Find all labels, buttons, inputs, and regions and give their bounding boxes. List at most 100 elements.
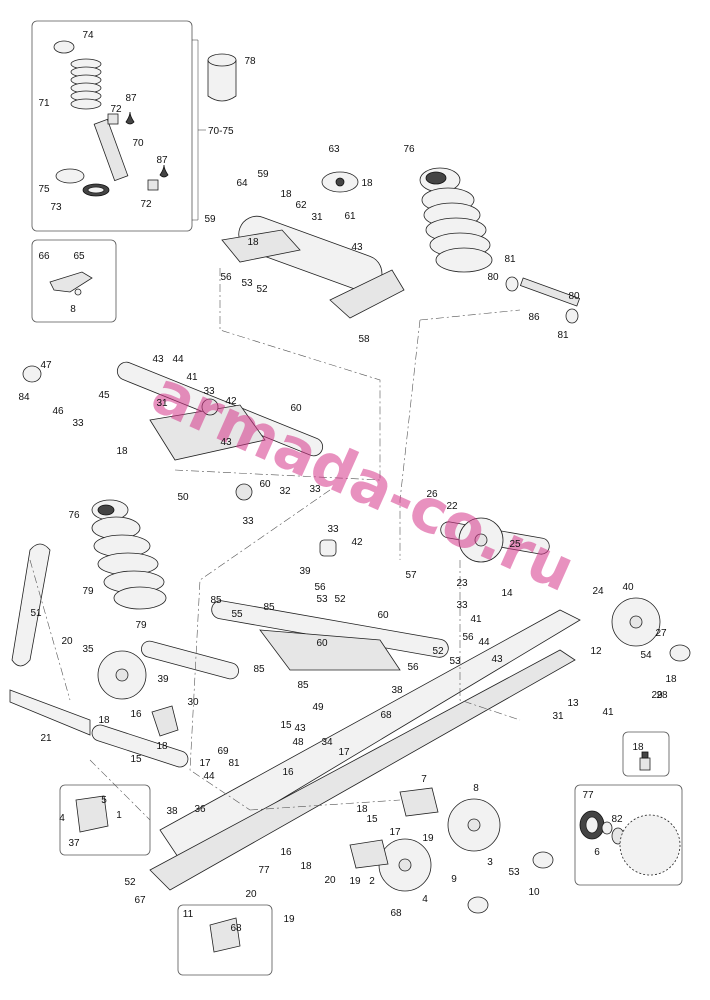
callout-number: 68 — [390, 908, 402, 919]
callout-number: 78 — [244, 56, 256, 67]
callout-number: 79 — [135, 620, 147, 631]
callout-number: 81 — [557, 330, 569, 341]
callout-number: 10 — [528, 887, 540, 898]
callout-number: 8 — [473, 783, 479, 794]
callout-number: 17 — [338, 747, 350, 758]
callout-number: 54 — [640, 650, 652, 661]
callout-number: 18 — [361, 178, 373, 189]
callout-number: 17 — [199, 758, 211, 769]
callout-number: 56 — [462, 632, 474, 643]
callout-number: 47 — [40, 360, 52, 371]
callout-number: 85 — [210, 595, 222, 606]
callout-number: 49 — [312, 702, 324, 713]
callout-number: 80 — [568, 291, 580, 302]
callout-number: 44 — [172, 354, 184, 365]
callout-number: 4 — [422, 894, 428, 905]
callout-number: 60 — [316, 638, 328, 649]
callout-number: 18 — [632, 742, 644, 753]
callout-number: 80 — [487, 272, 499, 283]
callout-number: 44 — [203, 771, 215, 782]
callout-number: 57 — [405, 570, 417, 581]
callout-number: 18 — [356, 804, 368, 815]
callout-number: 53 — [316, 594, 328, 605]
callout-number: 41 — [186, 372, 198, 383]
callout-number: 20 — [245, 889, 257, 900]
callout-number: 5 — [101, 795, 107, 806]
callout-number: 33 — [309, 484, 321, 495]
callout-number: 38 — [391, 685, 403, 696]
callout-number: 16 — [282, 767, 294, 778]
callout-number: 9 — [451, 874, 457, 885]
callout-number: 31 — [311, 212, 323, 223]
callout-number: 81 — [228, 758, 240, 769]
idler-wheels-upper — [440, 517, 661, 647]
callout-number: 64 — [236, 178, 248, 189]
callout-number: 56 — [220, 272, 232, 283]
callout-number: 60 — [377, 610, 389, 621]
callout-number: 75 — [38, 184, 50, 195]
callout-number: 8 — [70, 304, 76, 315]
callout-number: 53 — [508, 867, 520, 878]
callout-number: 70 — [132, 138, 144, 149]
callout-number: 69 — [217, 746, 229, 757]
callout-number: 43 — [152, 354, 164, 365]
callout-number: 72 — [140, 199, 152, 210]
callout-number: 33 — [242, 516, 254, 527]
callout-number: 6 — [594, 847, 600, 858]
callout-number: 22 — [446, 501, 458, 512]
callout-number: 62 — [295, 200, 307, 211]
callout-number: 55 — [231, 609, 243, 620]
callout-number: 74 — [82, 30, 94, 41]
callout-number: 18 — [300, 861, 312, 872]
callout-number: 85 — [253, 664, 265, 675]
callout-number: 26 — [426, 489, 438, 500]
callout-number: 77 — [582, 790, 594, 801]
callout-number: 30 — [187, 697, 199, 708]
callout-number: 85 — [297, 680, 309, 691]
callout-number: 18 — [98, 715, 110, 726]
callout-number: 11 — [183, 909, 194, 920]
callout-number: 56 — [314, 582, 326, 593]
callout-number: 53 — [449, 656, 461, 667]
callout-number: 16 — [280, 847, 292, 858]
callout-number: 85 — [263, 602, 275, 613]
wheel-bearing-exploded — [579, 810, 681, 876]
callout-number: 60 — [259, 479, 271, 490]
callout-number: 18 — [280, 189, 292, 200]
callout-number: 1 — [116, 810, 122, 821]
grease-fitting — [639, 751, 651, 771]
callout-number: 15 — [130, 754, 142, 765]
callout-number: 24 — [592, 586, 604, 597]
callout-number: 43 — [294, 723, 306, 734]
callout-number: 15 — [280, 720, 292, 731]
rear-arm-assembly — [211, 539, 449, 671]
callout-number: 42 — [351, 537, 363, 548]
callout-number: 17 — [389, 827, 401, 838]
callout-number: 53 — [241, 278, 253, 289]
callout-number: 32 — [279, 486, 291, 497]
callout-number: 15 — [366, 814, 378, 825]
callout-number: 19 — [422, 833, 434, 844]
callout-number: 27 — [655, 628, 667, 639]
callout-number: 33 — [327, 524, 339, 535]
slide-rail — [9, 609, 581, 891]
callout-number: 52 — [334, 594, 346, 605]
callout-number: 31 — [156, 398, 168, 409]
callout-number: 79 — [82, 586, 94, 597]
callout-number: 3 — [487, 857, 493, 868]
callout-number: 68 — [230, 923, 242, 934]
callout-number: 28 — [656, 690, 668, 701]
front-arm-assembly — [22, 361, 324, 501]
callout-number: 18 — [156, 741, 168, 752]
upper-torque-arm — [221, 171, 405, 319]
callout-number: 42 — [225, 396, 237, 407]
callout-number: 45 — [98, 390, 110, 401]
callout-number: 36 — [194, 804, 206, 815]
callout-number: 29 — [651, 690, 663, 701]
callout-number: 67 — [134, 895, 146, 906]
callout-number: 73 — [50, 202, 62, 213]
bracket-part — [49, 271, 93, 296]
callout-number: 72 — [110, 104, 122, 115]
callout-number: 38 — [166, 806, 178, 817]
